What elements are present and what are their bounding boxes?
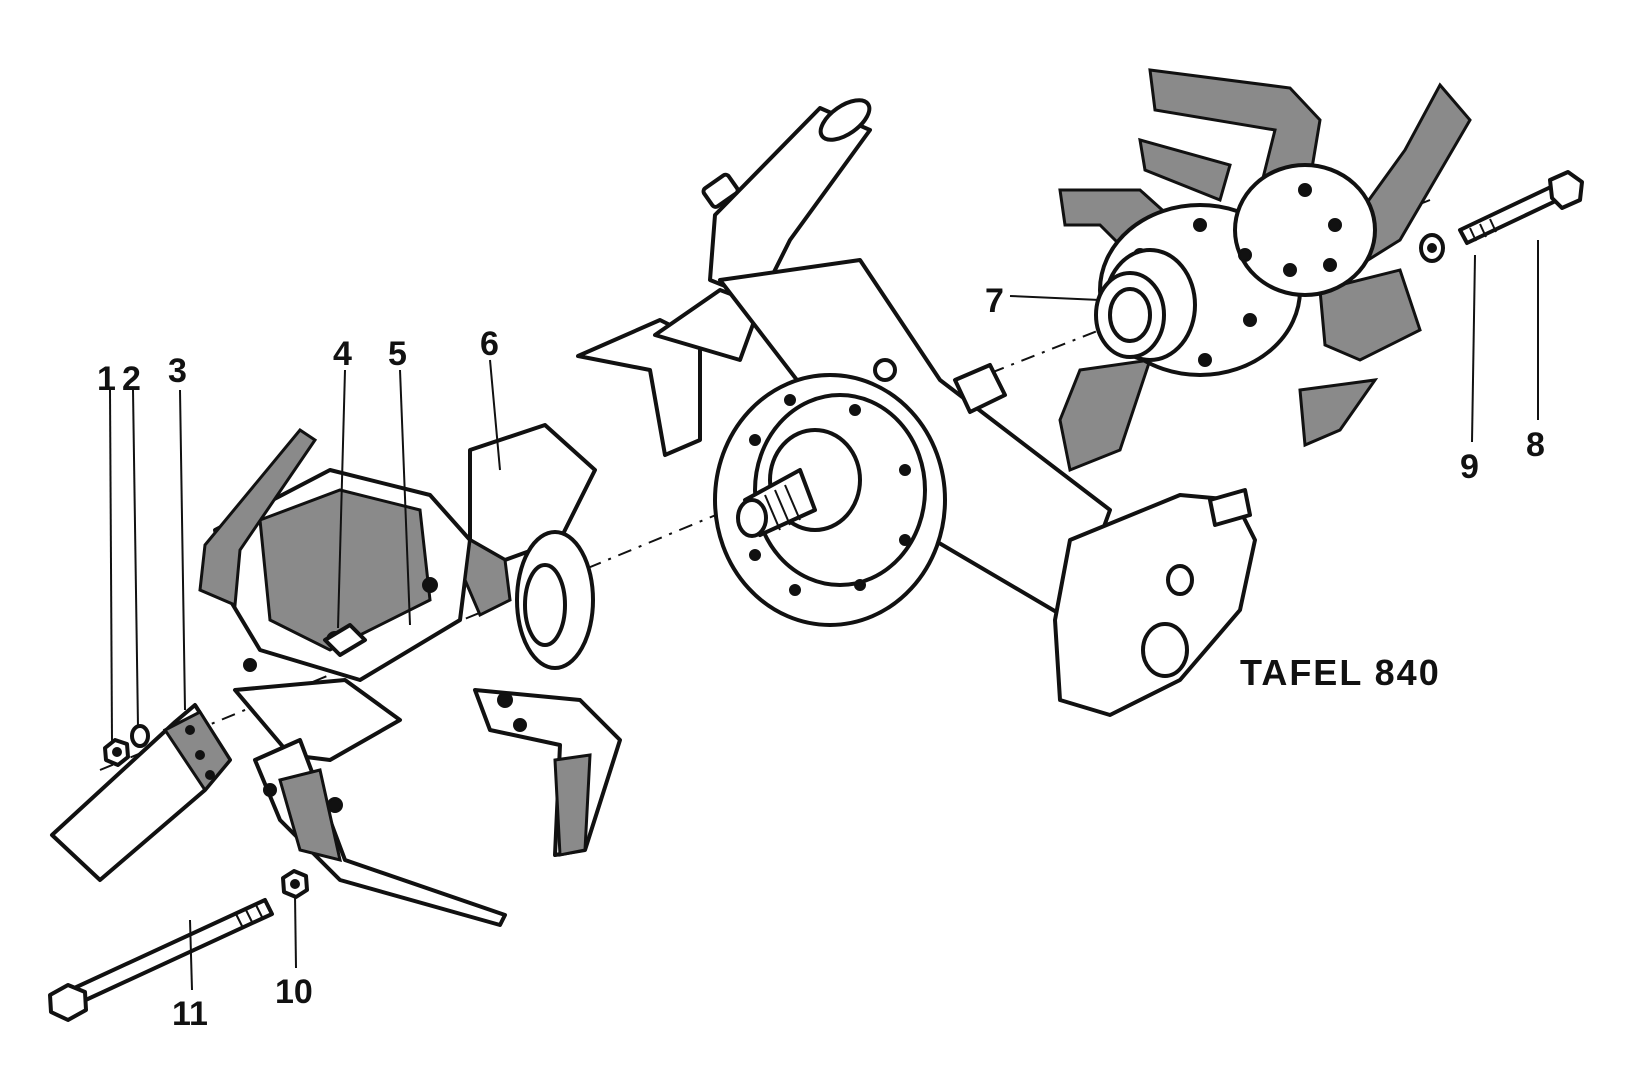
callout-8: 8 [1526,426,1545,464]
gearbox-housing [576,98,1257,717]
callout-9: 9 [1460,448,1479,486]
callout-leader-lines [109,240,1539,991]
callout-1: 1 [97,360,116,398]
tine-blade-part-3 [50,703,232,882]
nut-part-10 [281,869,309,899]
callout-10: 10 [275,973,313,1011]
callout-2: 2 [122,360,141,398]
right-tine-rotor [1058,68,1472,473]
callout-11: 11 [172,995,208,1033]
bolt-part-11 [48,898,274,1022]
callout-4: 4 [333,335,352,373]
callout-labels: 1 2 3 4 5 6 7 8 9 10 11 [97,282,1545,1033]
callout-7: 7 [985,282,1004,320]
washer-part-2 [130,724,150,748]
callout-5: 5 [388,335,407,373]
plate-title: TAFEL 840 [1240,652,1441,693]
left-tine-rotor [198,423,622,927]
bolt-part-8 [1458,170,1584,245]
nut-part-9 [1419,233,1445,263]
callout-6: 6 [480,325,499,363]
nut-part-1 [103,738,130,767]
callout-3: 3 [168,352,187,390]
